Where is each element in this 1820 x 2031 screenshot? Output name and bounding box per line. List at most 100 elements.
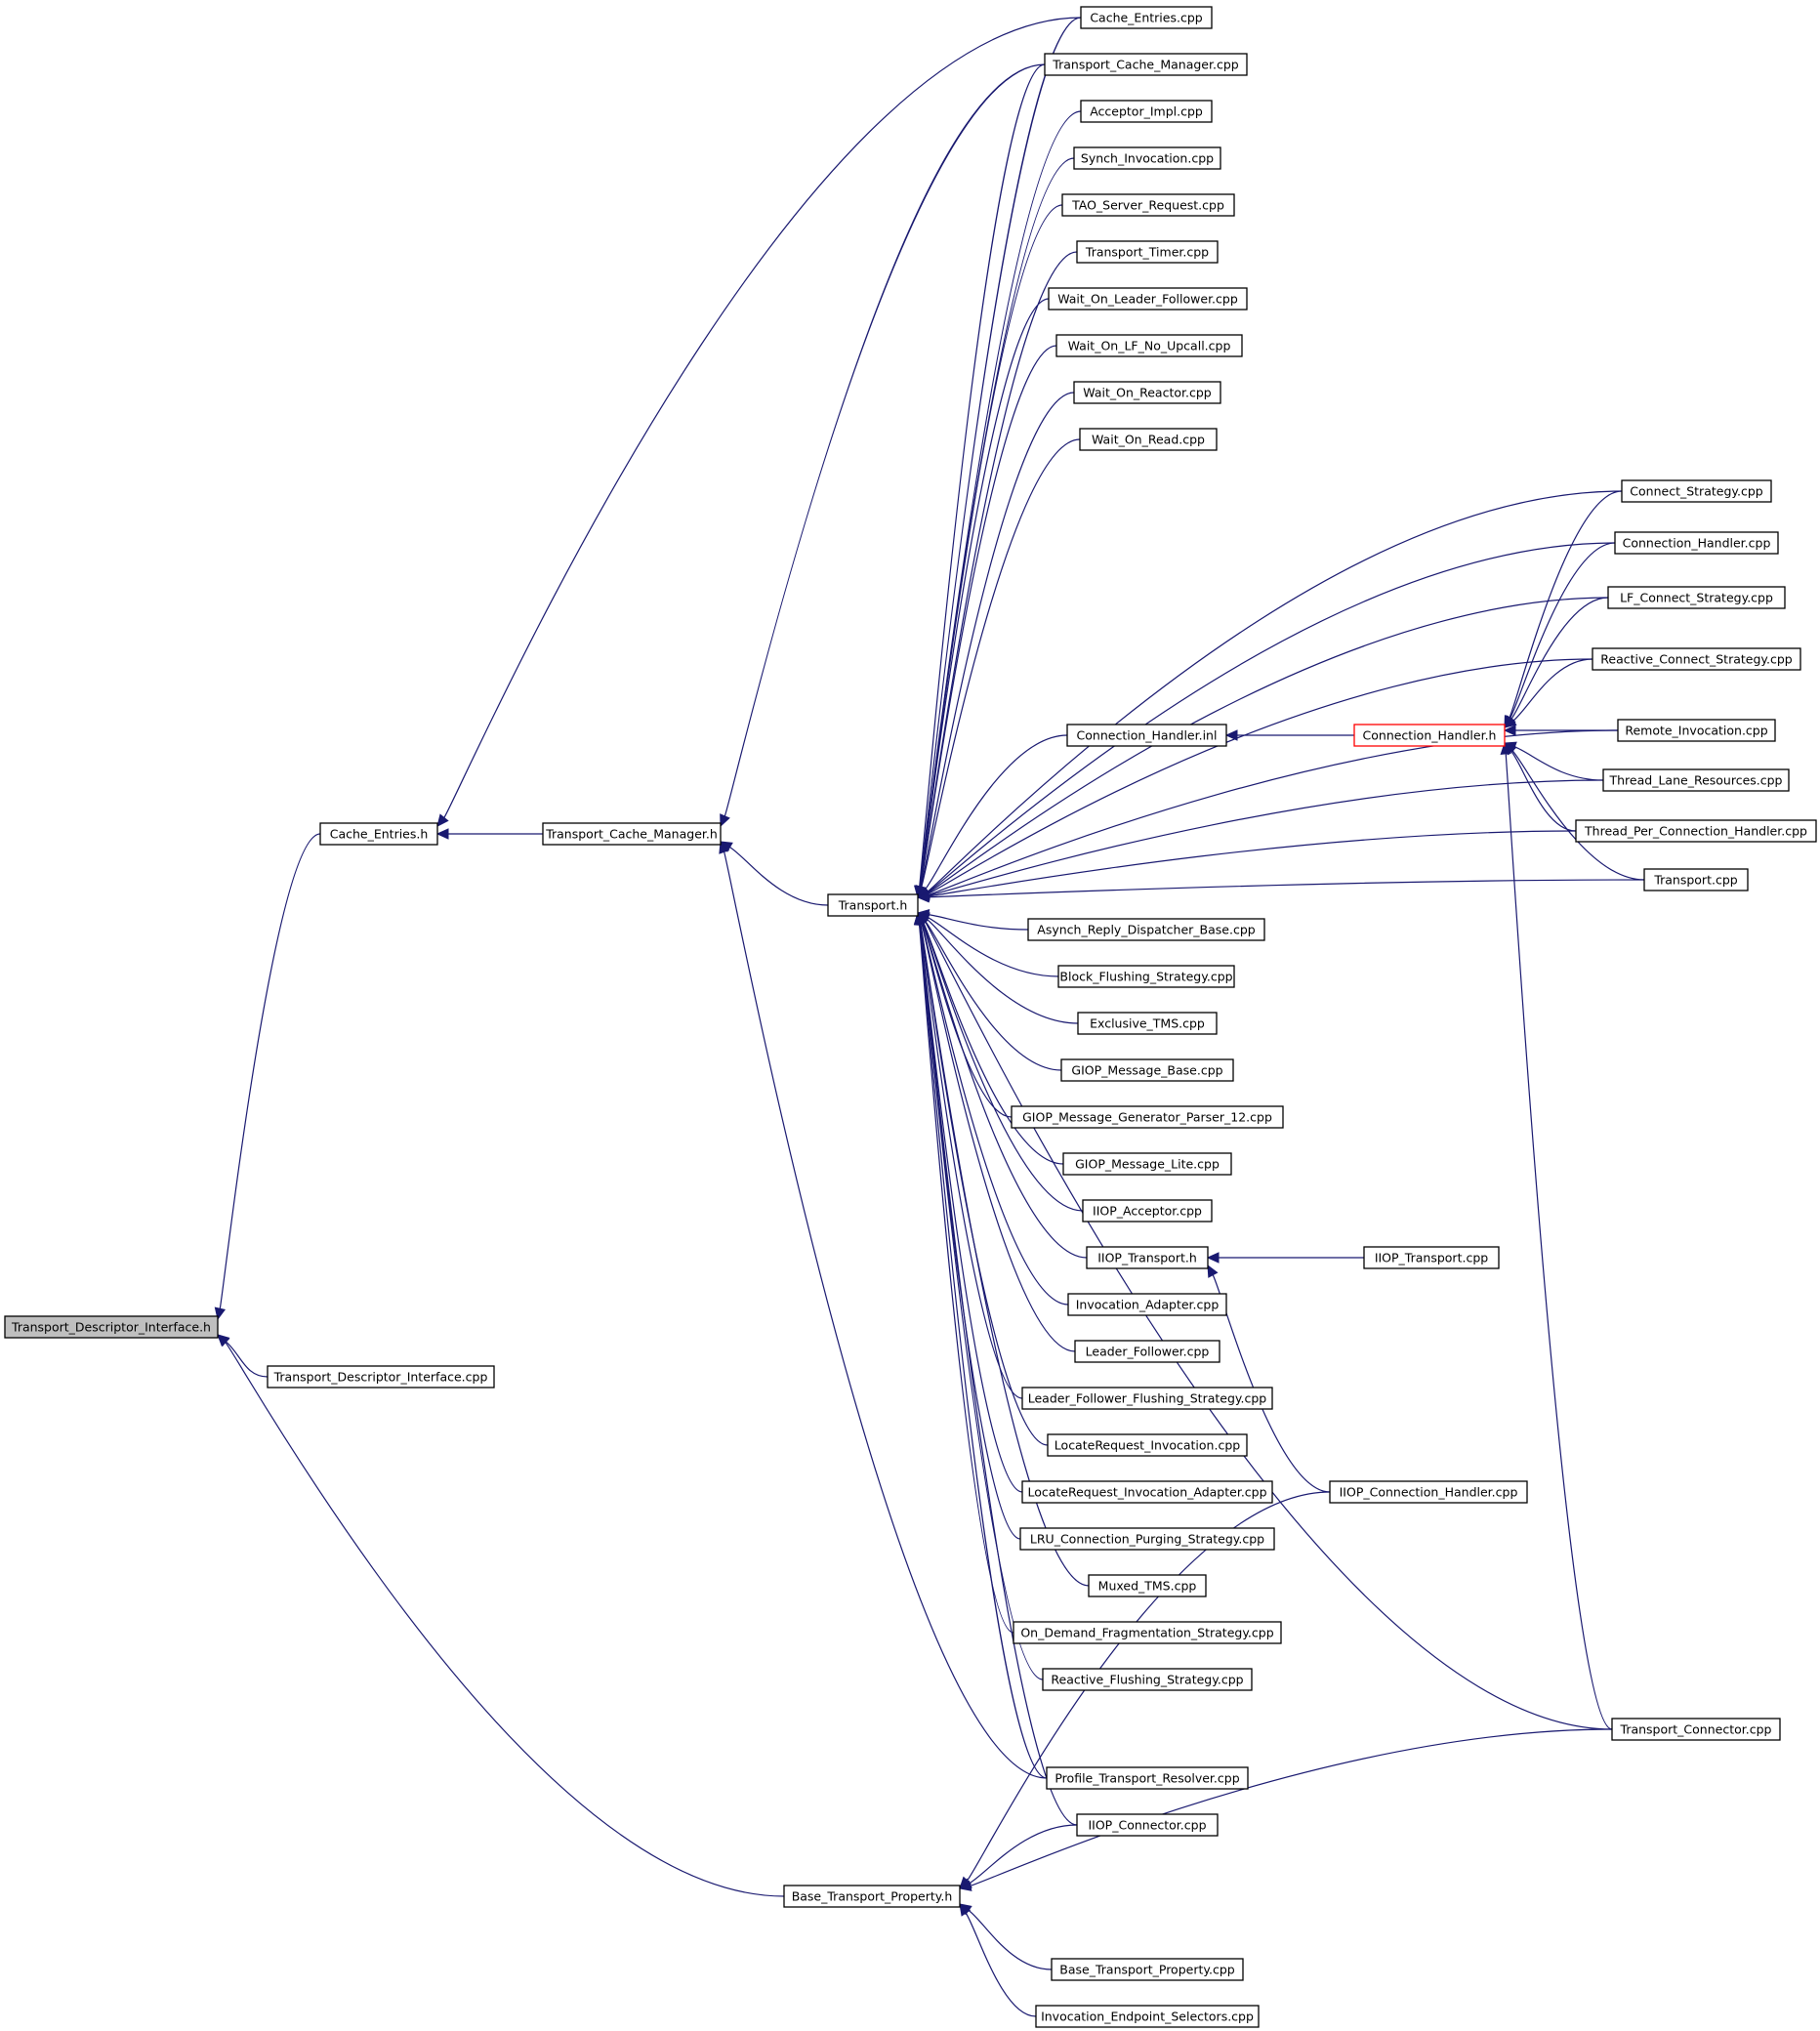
dependency-edge-icon-to-btp_h	[958, 1824, 1078, 1889]
edge-arrowhead	[435, 828, 449, 840]
node-iiop-transport-cpp[interactable]: IIOP_Transport.cpp	[1363, 1246, 1500, 1269]
node-connection-handler-cpp[interactable]: Connection_Handler.cpp	[1614, 531, 1779, 555]
node-thread-lane-resources-cpp[interactable]: Thread_Lane_Resources.cpp	[1602, 768, 1790, 792]
edge-line	[1512, 658, 1593, 722]
node-giop-message-generator-parser-12-cpp[interactable]: GIOP_Message_Generator_Parser_12.cpp	[1011, 1105, 1284, 1129]
node-on-demand-fragmentation-strategy-cpp[interactable]: On_Demand_Fragmentation_Strategy.cpp	[1013, 1621, 1282, 1644]
node-transport-h[interactable]: Transport.h	[827, 893, 919, 917]
dependency-edge-lffs-to-tr_h	[914, 911, 1023, 1399]
node-label: IIOP_Transport.cpp	[1375, 1251, 1488, 1265]
dependency-edge-tsr-to-tr_h	[914, 204, 1063, 899]
node-wait-on-lf-no-upcall-cpp[interactable]: Wait_On_LF_No_Upcall.cpp	[1055, 334, 1243, 357]
edge-line	[919, 923, 1023, 1493]
node-label: Acceptor_Impl.cpp	[1090, 104, 1203, 119]
node-acceptor-impl-cpp[interactable]: Acceptor_Impl.cpp	[1080, 100, 1213, 123]
node-invocation-endpoint-selectors-cpp[interactable]: Invocation_Endpoint_Selectors.cpp	[1035, 2005, 1260, 2028]
node-leader-follower-flushing-strategy-cpp[interactable]: Leader_Follower_Flushing_Strategy.cpp	[1021, 1387, 1273, 1410]
node-giop-message-base-cpp[interactable]: GIOP_Message_Base.cpp	[1060, 1058, 1234, 1082]
node-label: Thread_Lane_Resources.cpp	[1609, 773, 1783, 788]
node-connect-strategy-cpp[interactable]: Connect_Strategy.cpp	[1621, 479, 1772, 503]
node-transport-cpp[interactable]: Transport.cpp	[1643, 868, 1749, 891]
node-exclusive-tms-cpp[interactable]: Exclusive_TMS.cpp	[1077, 1012, 1218, 1035]
node-label: Transport_Descriptor_Interface.h	[11, 1320, 211, 1335]
node-locaterequest-invocation-adapter-cpp[interactable]: LocateRequest_Invocation_Adapter.cpp	[1021, 1480, 1273, 1504]
node-locaterequest-invocation-cpp[interactable]: LocateRequest_Invocation.cpp	[1047, 1433, 1248, 1457]
node-transport-descriptor-interface-cpp[interactable]: Transport_Descriptor_Interface.cpp	[267, 1365, 495, 1389]
node-label: Muxed_TMS.cpp	[1098, 1579, 1197, 1594]
node-leader-follower-cpp[interactable]: Leader_Follower.cpp	[1074, 1340, 1220, 1363]
dependency-edge-tlr-to-tr_h	[916, 779, 1604, 901]
node-transport-connector-cpp[interactable]: Transport_Connector.cpp	[1611, 1718, 1781, 1741]
node-iiop-acceptor-cpp[interactable]: IIOP_Acceptor.cpp	[1082, 1199, 1213, 1223]
edge-line	[928, 879, 1645, 898]
node-label: GIOP_Message_Lite.cpp	[1075, 1157, 1220, 1172]
dependency-edge-cs-to-ch_h	[1504, 490, 1623, 729]
edge-line	[925, 734, 1068, 891]
node-label: Transport_Descriptor_Interface.cpp	[273, 1370, 488, 1385]
dependency-edge-rcs-to-tr_h	[916, 658, 1593, 899]
edge-line	[968, 1909, 1053, 1970]
node-connection-handler-h[interactable]: Connection_Handler.h	[1353, 724, 1506, 747]
node-label: Synch_Invocation.cpp	[1081, 151, 1214, 166]
edge-line	[1510, 597, 1609, 720]
node-muxed-tms-cpp[interactable]: Muxed_TMS.cpp	[1088, 1574, 1207, 1597]
node-label: Invocation_Adapter.cpp	[1076, 1298, 1220, 1312]
edge-arrowhead	[1503, 725, 1516, 736]
node-thread-per-connection-handler-cpp[interactable]: Thread_Per_Connection_Handler.cpp	[1575, 819, 1817, 843]
edge-line	[1510, 751, 1577, 832]
edge-line	[920, 392, 1075, 888]
node-block-flushing-strategy-cpp[interactable]: Block_Flushing_Strategy.cpp	[1057, 965, 1235, 988]
edge-line	[928, 779, 1604, 896]
node-transport-timer-cpp[interactable]: Transport_Timer.cpp	[1076, 240, 1219, 264]
dependency-edge-ce_h-to-tdi_h	[214, 833, 321, 1321]
node-reactive-flushing-strategy-cpp[interactable]: Reactive_Flushing_Strategy.cpp	[1042, 1668, 1253, 1691]
node-transport-descriptor-interface-h[interactable]: Transport_Descriptor_Interface.h	[4, 1315, 219, 1339]
node-connection-handler-inl[interactable]: Connection_Handler.inl	[1066, 724, 1227, 747]
edge-arrowhead	[959, 1903, 972, 1917]
node-cache-entries-h[interactable]: Cache_Entries.h	[319, 822, 438, 846]
node-asynch-reply-dispatcher-base-cpp[interactable]: Asynch_Reply_Dispatcher_Base.cpp	[1027, 918, 1265, 941]
dependency-edge-tpch-to-tr_h	[916, 830, 1577, 902]
node-transport-cache-manager-cpp[interactable]: Transport_Cache_Manager.cpp	[1044, 53, 1248, 76]
node-wait-on-leader-follower-cpp[interactable]: Wait_On_Leader_Follower.cpp	[1048, 287, 1248, 311]
node-invocation-adapter-cpp[interactable]: Invocation_Adapter.cpp	[1067, 1293, 1227, 1316]
dependency-edge-lri-to-tr_h	[915, 911, 1049, 1446]
node-base-transport-property-cpp[interactable]: Base_Transport_Property.cpp	[1051, 1958, 1244, 1981]
node-tao-server-request-cpp[interactable]: TAO_Server_Request.cpp	[1061, 193, 1235, 217]
node-lru-connection-purging-strategy-cpp[interactable]: LRU_Connection_Purging_Strategy.cpp	[1019, 1527, 1275, 1551]
node-profile-transport-resolver-cpp[interactable]: Profile_Transport_Resolver.cpp	[1046, 1766, 1249, 1790]
edge-line	[919, 63, 1046, 888]
dependency-edge-tcm_cpp-to-tcm_h	[720, 63, 1046, 828]
node-label: Connection_Handler.h	[1363, 728, 1497, 743]
node-lf-connect-strategy-cpp[interactable]: LF_Connect_Strategy.cpp	[1607, 586, 1786, 609]
edge-line	[1511, 750, 1645, 881]
node-label: Wait_On_Leader_Follower.cpp	[1057, 292, 1238, 307]
node-cache-entries-cpp[interactable]: Cache_Entries.cpp	[1080, 6, 1213, 29]
node-wait-on-reactor-cpp[interactable]: Wait_On_Reactor.cpp	[1073, 381, 1221, 404]
edge-line	[919, 923, 1078, 1826]
edge-line	[919, 157, 1075, 888]
node-label: IIOP_Acceptor.cpp	[1093, 1204, 1202, 1219]
node-label: Profile_Transport_Resolver.cpp	[1055, 1771, 1239, 1786]
node-label: IIOP_Connector.cpp	[1088, 1818, 1206, 1833]
edge-line	[969, 1824, 1078, 1885]
node-giop-message-lite-cpp[interactable]: GIOP_Message_Lite.cpp	[1062, 1152, 1232, 1176]
node-base-transport-property-h[interactable]: Base_Transport_Property.h	[783, 1885, 961, 1908]
node-label: Cache_Entries.h	[330, 827, 429, 842]
node-iiop-transport-h[interactable]: IIOP_Transport.h	[1086, 1246, 1209, 1269]
node-synch-invocation-cpp[interactable]: Synch_Invocation.cpp	[1073, 146, 1221, 170]
dependency-edge-tcon-to-tr_h	[917, 912, 1613, 1730]
node-wait-on-read-cpp[interactable]: Wait_On_Read.cpp	[1079, 428, 1218, 451]
node-iiop-connection-handler-cpp[interactable]: IIOP_Connection_Handler.cpp	[1329, 1480, 1528, 1504]
node-iiop-connector-cpp[interactable]: IIOP_Connector.cpp	[1076, 1813, 1219, 1837]
node-reactive-connect-strategy-cpp[interactable]: Reactive_Connect_Strategy.cpp	[1592, 647, 1801, 671]
edge-line	[920, 345, 1057, 888]
dependency-edge-wrd-to-tr_h	[916, 438, 1081, 899]
edge-line	[724, 63, 1046, 817]
edge-line	[1509, 490, 1623, 719]
node-transport-cache-manager-h[interactable]: Transport_Cache_Manager.h	[542, 822, 722, 846]
node-label: Transport_Cache_Manager.h	[545, 827, 718, 842]
node-remote-invocation-cpp[interactable]: Remote_Invocation.cpp	[1617, 719, 1776, 742]
edge-line	[921, 923, 1069, 1306]
